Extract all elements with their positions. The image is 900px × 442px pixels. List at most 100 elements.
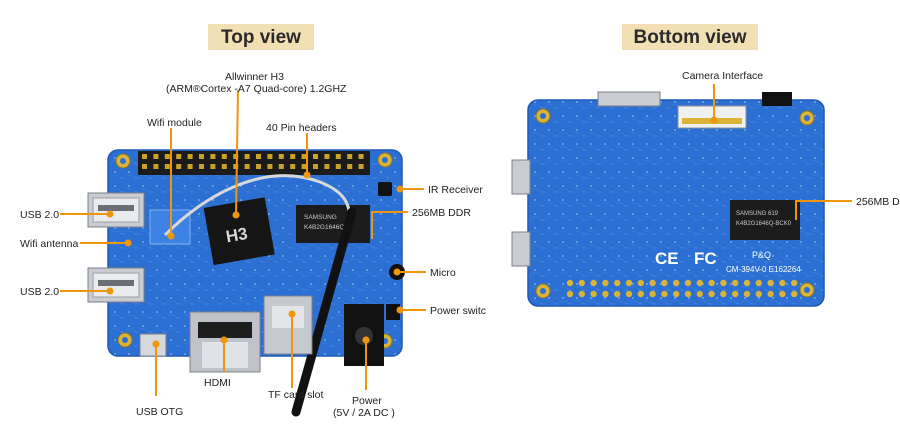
solder-pad bbox=[625, 279, 633, 287]
header-pin bbox=[199, 164, 204, 169]
cpu-detail-label: (ARM®Cortex -A7 Quad-core) 1.2GHZ bbox=[166, 83, 347, 95]
camera-callout-dot bbox=[710, 116, 718, 124]
solder-pad bbox=[566, 290, 574, 298]
solder-pad bbox=[732, 290, 739, 298]
bottom-view-title: Bottom view bbox=[634, 27, 747, 48]
header-pin bbox=[187, 164, 193, 169]
solder-pad bbox=[743, 290, 751, 298]
antenna-cable bbox=[163, 174, 352, 237]
cpu-mark: H3 bbox=[224, 224, 249, 246]
header-pin bbox=[199, 154, 204, 159]
solder-pad bbox=[755, 290, 762, 298]
solder-pad bbox=[767, 290, 774, 298]
bottom-ddr-chip: SAMSUNG 619 K4B2G1646Q-BCK0 bbox=[730, 200, 800, 240]
header-pin bbox=[233, 164, 239, 169]
solder-pad bbox=[791, 279, 798, 287]
header-pin bbox=[278, 154, 284, 159]
ddr-callout-line bbox=[371, 211, 408, 239]
power-label: Power bbox=[352, 395, 382, 407]
solder-pad bbox=[767, 279, 774, 287]
solder-pad bbox=[637, 290, 644, 298]
header-pin bbox=[210, 154, 216, 159]
header-pin bbox=[256, 154, 261, 159]
cpu-label: Allwinner H3 bbox=[225, 71, 284, 83]
header-pin bbox=[142, 154, 147, 159]
header-pin bbox=[221, 164, 227, 169]
solder-pad bbox=[661, 279, 668, 287]
solder-pad bbox=[625, 290, 633, 298]
header-pin bbox=[176, 164, 182, 169]
header-pin bbox=[301, 164, 307, 169]
header-pin bbox=[267, 154, 273, 159]
header-pin bbox=[153, 154, 159, 159]
header-pin bbox=[187, 154, 193, 159]
solder-pad bbox=[590, 290, 597, 298]
camera-label: Camera Interface bbox=[682, 70, 763, 82]
usb-otg-label: USB OTG bbox=[136, 406, 183, 418]
solder-pad bbox=[661, 290, 668, 298]
solder-pad bbox=[708, 279, 715, 287]
solder-pad bbox=[743, 279, 751, 287]
header-pin bbox=[324, 164, 330, 169]
bottom-hdmi-edge bbox=[597, 91, 661, 107]
ddr-mark-1: SAMSUNG bbox=[304, 214, 337, 221]
header-pin bbox=[301, 154, 307, 159]
bottom-ddr-mark-1: SAMSUNG 619 bbox=[736, 211, 779, 217]
header-pin bbox=[358, 154, 364, 159]
solder-pad bbox=[720, 279, 727, 287]
tf-card-slot bbox=[263, 295, 313, 355]
solder-pad bbox=[684, 290, 692, 298]
solder-pad bbox=[673, 279, 680, 287]
solder-pad bbox=[779, 290, 786, 298]
bottom-ddr-callout-line bbox=[795, 200, 852, 220]
top-callout-lines bbox=[60, 89, 426, 396]
header-pin bbox=[347, 164, 353, 169]
bottom-board: SAMSUNG 619 K4B2G1646Q-BCK0 CE FC P&Q CM… bbox=[511, 91, 825, 307]
header-pin bbox=[358, 164, 364, 169]
solder-pad bbox=[696, 279, 703, 287]
ddr-label: 256MB DDR bbox=[412, 207, 471, 219]
board-code-silk: CM-394V-0 E162264 bbox=[726, 265, 801, 274]
solder-pad bbox=[779, 279, 786, 287]
top-view-title: Top view bbox=[221, 27, 301, 48]
pin-header bbox=[138, 151, 370, 175]
usb-port-bottom bbox=[87, 267, 145, 303]
solder-pad bbox=[696, 290, 703, 298]
top-view: Top view bbox=[20, 24, 486, 419]
pin-headers-label: 40 Pin headers bbox=[266, 122, 337, 134]
cpu-callout-line bbox=[235, 89, 239, 216]
solder-pad bbox=[649, 290, 656, 298]
header-pin bbox=[256, 164, 261, 169]
top-callout-dots bbox=[106, 171, 404, 348]
ddr-mark-2: K4B2G1646Q bbox=[304, 224, 344, 231]
header-pin bbox=[164, 164, 170, 169]
solder-pad bbox=[708, 290, 715, 298]
header-pin bbox=[153, 164, 159, 169]
usb-top-label: USB 2.0 bbox=[20, 209, 59, 221]
solder-pad bbox=[602, 290, 609, 298]
bottom-ddr-mark-2: K4B2G1646Q-BCK0 bbox=[736, 221, 792, 227]
top-view-title-bg bbox=[208, 24, 314, 50]
wifi-antenna bbox=[291, 207, 357, 417]
solder-pad bbox=[637, 279, 644, 287]
solder-pad bbox=[649, 279, 656, 287]
bottom-dc-edge bbox=[762, 92, 792, 106]
solder-pad bbox=[732, 279, 739, 287]
bottom-pcb bbox=[527, 99, 825, 307]
solder-pad bbox=[566, 279, 574, 287]
solder-pad bbox=[590, 279, 597, 287]
ce-mark: CE bbox=[655, 249, 679, 268]
ir-receiver-label: IR Receiver bbox=[428, 184, 483, 196]
header-pin bbox=[324, 154, 330, 159]
bottom-usb-stub bbox=[511, 159, 531, 195]
cpu-chip: H3 bbox=[203, 197, 275, 266]
solder-pad bbox=[720, 290, 727, 298]
header-pin bbox=[164, 154, 170, 159]
bottom-view: Bottom view SAMSUNG 619 K4 bbox=[511, 24, 900, 307]
fc-mark: FC bbox=[694, 249, 717, 268]
header-pin bbox=[210, 164, 216, 169]
solder-pad bbox=[578, 290, 585, 298]
bottom-pin-row bbox=[566, 279, 798, 298]
header-pin bbox=[347, 154, 353, 159]
